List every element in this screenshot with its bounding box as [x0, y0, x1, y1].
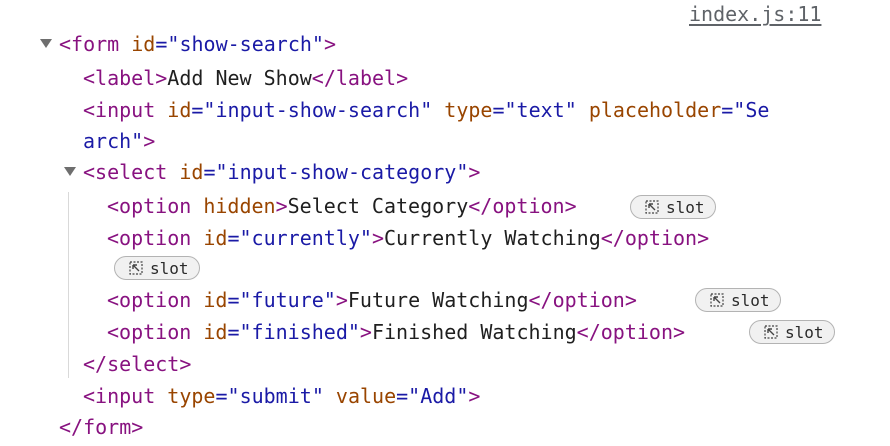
input-attr3-value-part1: Se [745, 98, 770, 122]
option-currently-tag-close: </option> [600, 226, 710, 250]
form-attr-name: id [131, 32, 156, 56]
submit-attr2-value: Add [420, 384, 457, 408]
select-open-tag[interactable]: <select id="input-show-category"> [83, 157, 480, 187]
option-finished-element[interactable]: <option id="finished">Finished Watching<… [107, 317, 685, 347]
input-attr3-value-part2: arch [83, 129, 132, 153]
option-currently-tag-end: > [371, 226, 384, 250]
option-currently-attr-quote: " [359, 226, 372, 250]
option-finished-attr-eq: =" [227, 320, 252, 344]
select-attr-quote: " [456, 160, 469, 184]
option-currently-attr-eq: =" [227, 226, 252, 250]
slot-badge-label: slot [785, 322, 824, 342]
select-attr-value: input-show-category [227, 160, 457, 184]
input-attr2-quote: " [564, 98, 577, 122]
slot-reveal-icon [645, 200, 659, 214]
submit-tag-end: > [468, 384, 481, 408]
slot-badge-label: slot [666, 197, 705, 217]
option-currently-tag-open: <option [107, 226, 192, 250]
submit-attr1-value: submit [239, 384, 312, 408]
option-future-element[interactable]: <option id="future">Future Watching</opt… [107, 285, 637, 315]
label-tag-open: <label> [83, 66, 168, 90]
option-hidden-text: Select Category [287, 194, 469, 218]
input-attr2-eq: =" [492, 98, 517, 122]
slot-badge-finished[interactable]: slot [749, 320, 835, 344]
option-hidden-element[interactable]: <option hidden>Select Category</option> [107, 191, 577, 221]
option-finished-attr-value: finished [251, 320, 348, 344]
select-tag-end: > [468, 160, 481, 184]
input-attr2-value: text [516, 98, 565, 122]
input-attr1-eq: =" [191, 98, 216, 122]
input-attr2-name: type [444, 98, 493, 122]
select-tag-close: </select> [83, 352, 192, 376]
form-attr-value: show-search [179, 32, 312, 56]
option-finished-tag-close: </option> [576, 320, 686, 344]
option-future-attr-quote: " [323, 288, 336, 312]
option-finished-tag-end: > [359, 320, 372, 344]
option-future-attr-value: future [251, 288, 324, 312]
select-children-guide [68, 192, 69, 378]
select-close-tag[interactable]: </select> [83, 349, 191, 379]
option-finished-attr-quote: " [347, 320, 360, 344]
form-close-tag[interactable]: </form> [59, 412, 143, 442]
input-attr1-name: id [167, 98, 192, 122]
submit-attr1-quote: " [311, 384, 324, 408]
option-currently-attr-name: id [203, 226, 228, 250]
submit-attr2-quote: " [456, 384, 469, 408]
input-attr3-quote: " [131, 129, 144, 153]
input-attr3-eq: =" [721, 98, 746, 122]
option-future-tag-open: <option [107, 288, 192, 312]
input-search-element[interactable]: <input id="input-show-search" type="text… [83, 95, 769, 125]
option-future-attr-eq: =" [227, 288, 252, 312]
slot-badge-currently[interactable]: slot [114, 256, 200, 280]
submit-attr2-name: value [335, 384, 397, 408]
option-hidden-attr-name: hidden [203, 194, 276, 218]
option-future-text: Future Watching [347, 288, 529, 312]
submit-tag-open: <input [83, 384, 156, 408]
submit-attr1-name: type [167, 384, 216, 408]
slot-reveal-icon [764, 325, 778, 339]
expand-form-toggle-icon[interactable] [40, 39, 52, 48]
input-attr1-value: input-show-search [215, 98, 421, 122]
select-attr-eq: =" [203, 160, 228, 184]
submit-attr2-eq: =" [396, 384, 421, 408]
slot-reveal-icon [710, 293, 724, 307]
option-future-tag-close: </option> [528, 288, 637, 312]
expand-select-toggle-icon[interactable] [64, 167, 76, 176]
form-open-tag[interactable]: <form id="show-search"> [59, 29, 336, 59]
label-text: Add New Show [167, 66, 312, 90]
option-finished-attr-name: id [203, 320, 228, 344]
option-future-attr-name: id [203, 288, 228, 312]
slot-badge-hidden[interactable]: slot [630, 195, 716, 219]
input-tag-end: > [143, 129, 156, 153]
source-file-link[interactable]: index.js:11 [689, 2, 822, 26]
input-attr1-quote: " [420, 98, 433, 122]
form-tag-open: <form [59, 32, 120, 56]
option-currently-attr-value: currently [251, 226, 360, 250]
submit-attr1-eq: =" [215, 384, 240, 408]
select-tag-open: <select [83, 160, 168, 184]
input-tag-open: <input [83, 98, 156, 122]
label-tag-close: </label> [311, 66, 409, 90]
form-attr-eq: =" [155, 32, 180, 56]
select-attr-name: id [179, 160, 204, 184]
input-attr3-name: placeholder [588, 98, 722, 122]
option-currently-element[interactable]: <option id="currently">Currently Watchin… [107, 223, 709, 253]
option-currently-text: Currently Watching [384, 226, 601, 250]
slot-reveal-icon [129, 261, 143, 275]
input-search-element-wrap[interactable]: arch"> [83, 126, 155, 156]
label-element[interactable]: <label>Add New Show</label> [83, 63, 408, 93]
form-tag-end: > [323, 32, 336, 56]
slot-badge-label: slot [731, 290, 770, 310]
form-attr-close-quote: " [311, 32, 324, 56]
option-finished-text: Finished Watching [371, 320, 577, 344]
input-submit-element[interactable]: <input type="submit" value="Add"> [83, 381, 480, 411]
slot-badge-label: slot [150, 258, 189, 278]
option-hidden-tag-open: <option [107, 194, 192, 218]
slot-badge-future[interactable]: slot [695, 288, 781, 312]
option-hidden-tag-end: > [275, 194, 288, 218]
option-hidden-tag-close: </option> [468, 194, 577, 218]
option-future-tag-end: > [335, 288, 348, 312]
form-tag-close: </form> [59, 415, 144, 439]
option-finished-tag-open: <option [107, 320, 192, 344]
